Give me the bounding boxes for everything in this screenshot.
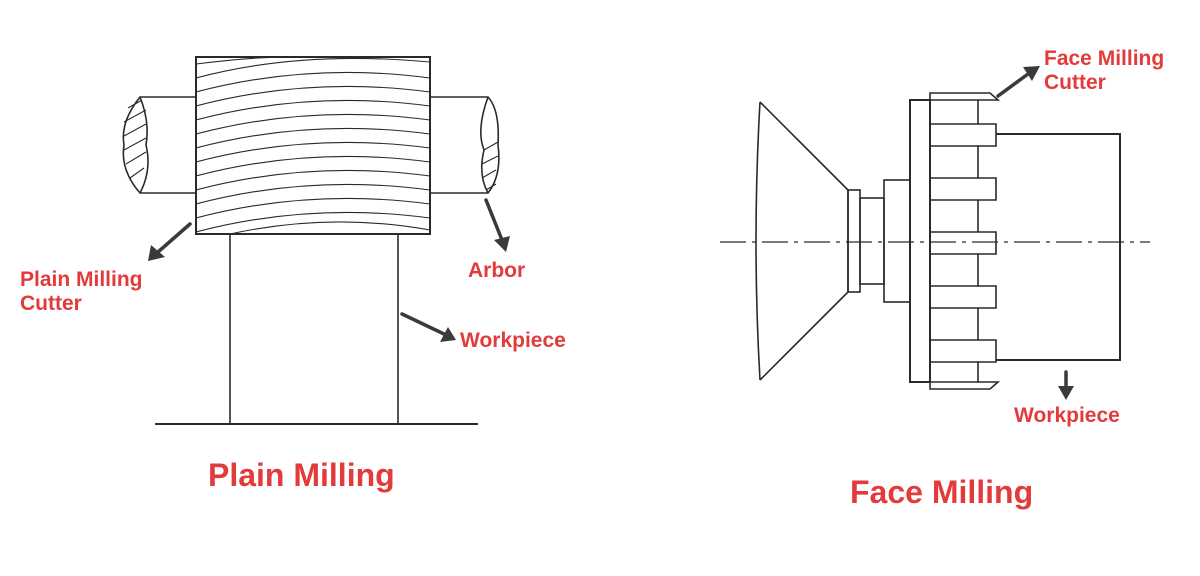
- label-plain-milling-cutter-line2: Cutter: [20, 292, 82, 316]
- label-plain-milling-cutter-line1: Plain Milling: [20, 268, 143, 291]
- face-milling-drawing: [720, 66, 1150, 400]
- label-face-milling-cutter-line2: Cutter: [1044, 71, 1106, 95]
- face-milling-cutter: [909, 92, 1001, 390]
- title-face-milling: Face Milling: [850, 474, 1034, 510]
- plain-milling-drawing: [122, 56, 510, 425]
- spindle-cone: [755, 101, 911, 381]
- plain-milling-cutter: [195, 56, 431, 235]
- title-plain-milling: Plain Milling: [208, 457, 395, 493]
- arrow-plain-cutter: [148, 222, 192, 261]
- label-face-workpiece: Workpiece: [1014, 404, 1120, 427]
- arrow-face-workpiece: [1058, 370, 1074, 400]
- arrow-arbor: [484, 198, 510, 252]
- arbor-left: [122, 96, 196, 194]
- label-arbor: Arbor: [468, 259, 526, 282]
- arrow-face-cutter: [996, 66, 1040, 98]
- arrow-plain-workpiece: [400, 312, 456, 342]
- label-plain-milling-cutter: Plain Milling Cutter: [20, 268, 143, 316]
- plain-milling-workpiece: [155, 234, 478, 425]
- label-face-milling-cutter: Face Milling Cutter: [1044, 47, 1164, 95]
- arbor-right: [430, 96, 500, 194]
- label-plain-workpiece: Workpiece: [460, 329, 566, 352]
- face-milling-workpiece: [996, 133, 1121, 361]
- label-face-milling-cutter-line1: Face Milling: [1044, 47, 1165, 70]
